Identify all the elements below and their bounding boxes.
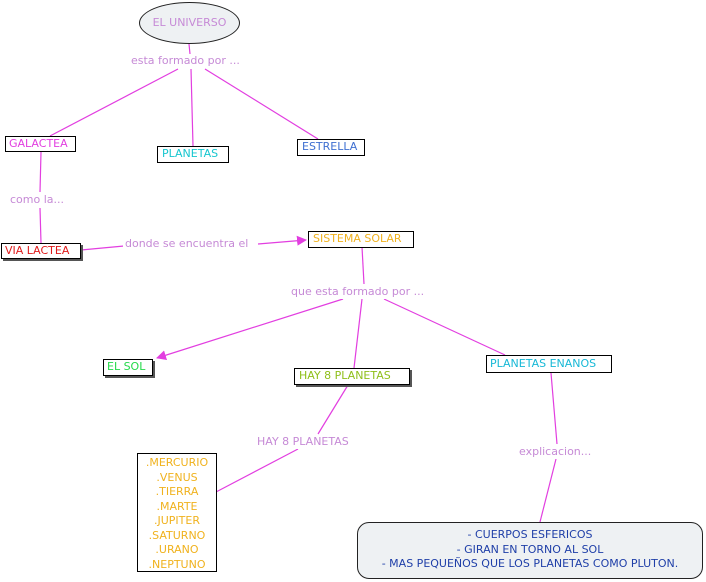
node-estrella[interactable]: ESTRELLA bbox=[297, 139, 365, 156]
node-explanation[interactable]: - CUERPOS ESFERICOS - GIRAN EN TORNO AL … bbox=[357, 522, 703, 579]
explanation-line: - CUERPOS ESFERICOS bbox=[467, 528, 593, 541]
planet-item: .URANO bbox=[155, 543, 199, 556]
link-label-planetas bbox=[190, 68, 194, 147]
link-label-enanos bbox=[383, 298, 506, 356]
node-galactea[interactable]: GALACTEA bbox=[5, 136, 76, 152]
node-sistema-solar[interactable]: SISTEMA SOLAR bbox=[308, 231, 414, 248]
label-que-esta: que esta formado por ... bbox=[289, 285, 427, 299]
node-planet-list[interactable]: .MERCURIO .VENUS .TIERRA .MARTE .JUPITER… bbox=[137, 453, 217, 572]
label-como-la: como la... bbox=[8, 193, 67, 207]
link-label-list bbox=[215, 448, 299, 493]
link-label-el-sol bbox=[156, 298, 344, 361]
planet-item: .JUPITER bbox=[154, 514, 200, 527]
link-label-info bbox=[539, 458, 557, 523]
planet-item: .TIERRA bbox=[155, 485, 199, 498]
link-label-galactea bbox=[49, 68, 179, 137]
label-hay-8: HAY 8 PLANETAS bbox=[255, 435, 351, 449]
link-galactea-label bbox=[39, 151, 42, 193]
node-via-lactea[interactable]: VIA LACTEA bbox=[1, 243, 81, 259]
node-hay-8-planetas[interactable]: HAY 8 PLANETAS bbox=[294, 368, 410, 385]
planet-item: .NEPTUNO bbox=[148, 557, 206, 571]
link-label-via-lactea bbox=[39, 207, 42, 244]
planet-item: .MARTE bbox=[156, 499, 198, 513]
label-donde: donde se encuentra el bbox=[123, 237, 251, 251]
link-sistema-label bbox=[361, 246, 365, 285]
link-root-label bbox=[188, 43, 191, 55]
explanation-line: - MAS PEQUEÑOS QUE LOS PLANETAS COMO PLU… bbox=[381, 557, 679, 570]
link-hay-8-label bbox=[317, 384, 349, 435]
label-esta-formado: esta formado por ... bbox=[129, 54, 242, 68]
explanation-line: - GIRAN EN TORNO AL SOL bbox=[456, 542, 604, 556]
link-label-sistema-solar bbox=[257, 235, 307, 246]
link-label-estrella bbox=[204, 68, 319, 140]
link-via-lactea-label bbox=[80, 245, 125, 251]
link-enanos-label bbox=[550, 372, 558, 445]
planet-item: .MERCURIO bbox=[145, 456, 209, 469]
node-el-universo[interactable]: EL UNIVERSO bbox=[139, 2, 240, 44]
node-planetas[interactable]: PLANETAS bbox=[157, 146, 229, 163]
planet-item: .VENUS bbox=[156, 470, 198, 484]
label-explicacion: explicacion... bbox=[517, 445, 594, 459]
node-planetas-enanos[interactable]: PLANETAS ENANOS bbox=[486, 355, 612, 373]
link-label-hay-8 bbox=[353, 298, 363, 369]
planet-item: .SATURNO bbox=[148, 528, 206, 542]
node-el-sol[interactable]: EL SOL bbox=[103, 359, 153, 376]
